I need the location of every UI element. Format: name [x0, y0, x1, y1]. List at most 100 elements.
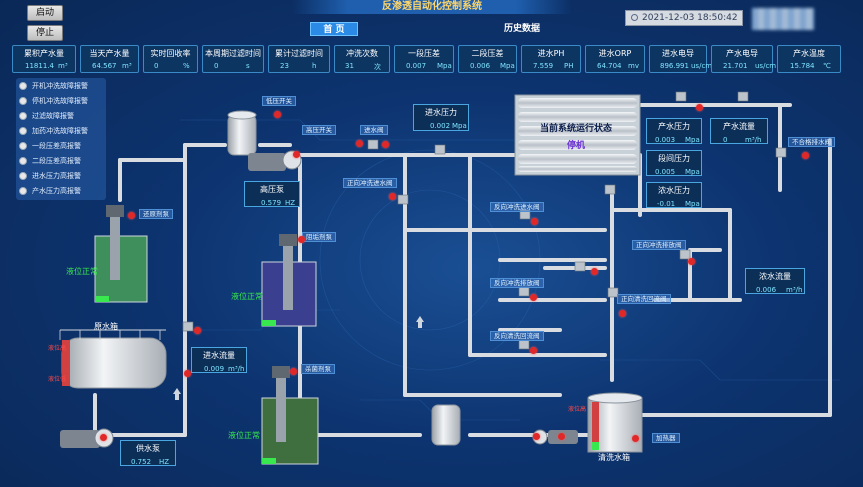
cartridge-filter: [227, 110, 257, 156]
heater-tag: 加热器: [652, 433, 680, 443]
nav-home-button[interactable]: 首 页: [310, 22, 358, 36]
nav-history-button[interactable]: 历史数据: [503, 24, 540, 34]
reject-valve-indicator: [802, 152, 809, 159]
product-pressure-value: 0.003: [655, 136, 676, 144]
metric-value: 0: [154, 62, 159, 70]
clean-pump-valve-indicator: [533, 433, 540, 440]
stop-button[interactable]: 停止: [27, 25, 63, 41]
feed-flow-box: 进水流量 0.009 m³/h: [191, 347, 247, 373]
antiscalant-level-text: 液位正常: [231, 292, 263, 301]
feed-flow-value: 0.009: [204, 365, 225, 373]
metric-label: 一段压差: [408, 49, 440, 58]
alarm-label: 停机冲洗故障报警: [32, 97, 88, 105]
reductant-level-text: 液位正常: [66, 267, 98, 276]
feed-pump-box: 供水泵 0.752 HZ: [120, 440, 176, 466]
metric-unit: h: [312, 62, 317, 70]
alarm-indicator: [19, 82, 27, 90]
conc-flow-value: 0.006: [756, 286, 777, 294]
metric-unit: Mpa: [437, 62, 452, 70]
pipes: [93, 103, 832, 437]
alarm-indicator: [19, 172, 27, 180]
metric-value: 64.567: [92, 62, 117, 70]
low-pressure-switch-tag: 低压开关: [262, 96, 296, 106]
metric-value: 0.007: [406, 62, 427, 70]
feed-flow-indicator: [184, 370, 191, 377]
product-pressure-box: 产水压力 0.003 Mpa: [646, 118, 702, 144]
metric-unit: s: [246, 62, 250, 70]
high-pressure-pump-label: 高压泵: [260, 185, 284, 194]
antiscalant-tank: [261, 234, 317, 327]
reverse-clean-return-tag: 反向清洗回流阀: [490, 331, 544, 341]
page-title: 反渗透自动化控制系统: [292, 0, 572, 14]
start-button[interactable]: 启动: [27, 5, 63, 21]
high-pressure-pump-box: 高压泵 0.579 HZ: [244, 181, 300, 207]
alarm-label: 二段压差高报警: [32, 157, 81, 165]
metric-unit: PH: [564, 62, 574, 70]
low-pressure-switch-indicator: [274, 111, 281, 118]
metric-value: 31: [345, 62, 354, 70]
metric-card: 本周期过滤时间 0 s: [202, 45, 264, 73]
feed-pump-label: 供水泵: [136, 444, 160, 453]
forward-flush-inlet-indicator: [389, 193, 396, 200]
metric-value: 0: [214, 62, 219, 70]
inlet-pressure-label: 进水压力: [425, 108, 457, 117]
forward-flush-drain-tag: 正向冲洗排放阀: [632, 240, 686, 250]
product-pressure-label: 产水压力: [658, 122, 690, 131]
inlet-valve-tag: 进水阀: [360, 125, 388, 135]
metric-card: 一段压差 0.007 Mpa: [394, 45, 454, 73]
metric-label: 产水温度: [793, 49, 825, 58]
stage-pressure-value: 0.005: [655, 168, 676, 176]
alarm-indicator: [19, 127, 27, 135]
stage-pressure-unit: Mpa: [685, 168, 700, 176]
forward-flush-drain-indicator: [688, 258, 695, 265]
bactericide-tank: [261, 366, 319, 465]
high-pressure-pump-unit: HZ: [285, 199, 296, 207]
clean-tank-high-label: 液位高: [568, 406, 587, 413]
bactericide-level-text: 液位正常: [228, 431, 260, 440]
forward-clean-return-tag: 正向清洗回流阀: [617, 294, 671, 304]
raw-tank-high-label: 液位高: [48, 345, 67, 352]
feed-pump-value: 0.752: [131, 458, 152, 466]
feed-flow-unit: m³/h: [228, 365, 245, 373]
datetime-display: 2021-12-03 18:50:42: [625, 10, 743, 26]
metric-value: 64.704: [597, 62, 622, 70]
metric-label: 产水电导: [726, 49, 758, 58]
reductant-tank: [94, 205, 148, 303]
flow-arrows: [173, 316, 424, 400]
metric-label: 进水ORP: [598, 49, 632, 58]
metric-unit: Mpa: [500, 62, 515, 70]
reverse-flush-drain-tag: 反向冲洗排放阀: [490, 278, 544, 288]
ro-membrane-stack: [514, 94, 641, 176]
metric-label: 进水PH: [537, 49, 565, 58]
alarm-label: 过滤故障报警: [32, 112, 74, 120]
product-flow-box: 产水流量 0 m³/h: [710, 118, 768, 144]
metric-label: 二段压差: [471, 49, 504, 58]
metric-value: 15.784: [790, 62, 815, 70]
inlet-pressure-value: 0.002: [430, 122, 451, 130]
metric-label: 累计过滤时间: [275, 49, 323, 58]
metric-value: 896.991: [660, 62, 689, 70]
reverse-flush-inlet-indicator: [531, 218, 538, 225]
alarm-panel: 开机冲洗故障报警停机冲洗故障报警过滤故障报警加药冲洗故障报警一段压差高报警二段压…: [16, 78, 106, 200]
security-filter: [431, 404, 461, 446]
product-valve-indicator: [696, 104, 703, 111]
conc-flow-box: 浓水流量 0.006 m³/h: [745, 268, 805, 294]
metric-label: 本周期过滤时间: [205, 49, 261, 58]
conc-pressure-label: 浓水压力: [658, 186, 690, 195]
reductant-pump-tag: 还原剂泵: [139, 209, 173, 219]
metric-unit: m³: [58, 62, 68, 70]
heater-indicator: [632, 435, 639, 442]
system-status-value: 停机: [567, 141, 586, 151]
conc-pressure-box: 浓水压力 -0.01 Mpa: [646, 182, 702, 208]
feed-valve-indicator: [194, 327, 201, 334]
alarm-label: 一段压差高报警: [32, 142, 81, 150]
